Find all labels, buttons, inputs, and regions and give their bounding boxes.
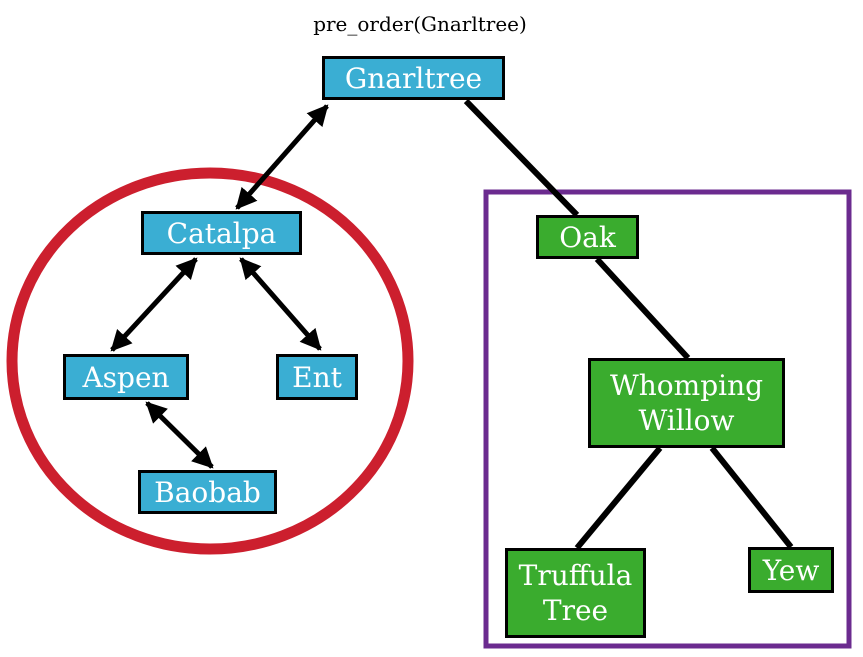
edge-catalpa-to-aspen [110,257,198,352]
node-baobab: Baobab [138,470,277,514]
visited-subtree-circle [6,167,414,555]
node-yew: Yew [748,547,834,593]
node-whomping-willow: Whomping Willow [588,358,785,448]
node-aspen: Aspen [63,354,189,400]
pending-subtree-box [483,189,852,649]
edge-gnarltree-to-oak [463,98,580,218]
node-gnarltree: Gnarltree [322,56,505,100]
diagram-caption: pre_order(Gnarltree) [313,12,527,36]
edge-catalpa-to-ent [239,257,322,351]
node-truffula-tree: Truffula Tree [505,548,646,638]
edge-whomping-willow-to-yew [709,446,794,549]
edges-layer [110,98,794,550]
edge-oak-to-whomping-willow [594,256,691,361]
node-ent: Ent [276,354,358,400]
node-oak: Oak [536,215,639,259]
edge-gnarltree-to-catalpa [235,104,329,210]
edge-aspen-to-baobab [145,401,214,469]
node-catalpa: Catalpa [141,211,302,255]
edge-whomping-willow-to-truffula-tree [574,446,663,550]
